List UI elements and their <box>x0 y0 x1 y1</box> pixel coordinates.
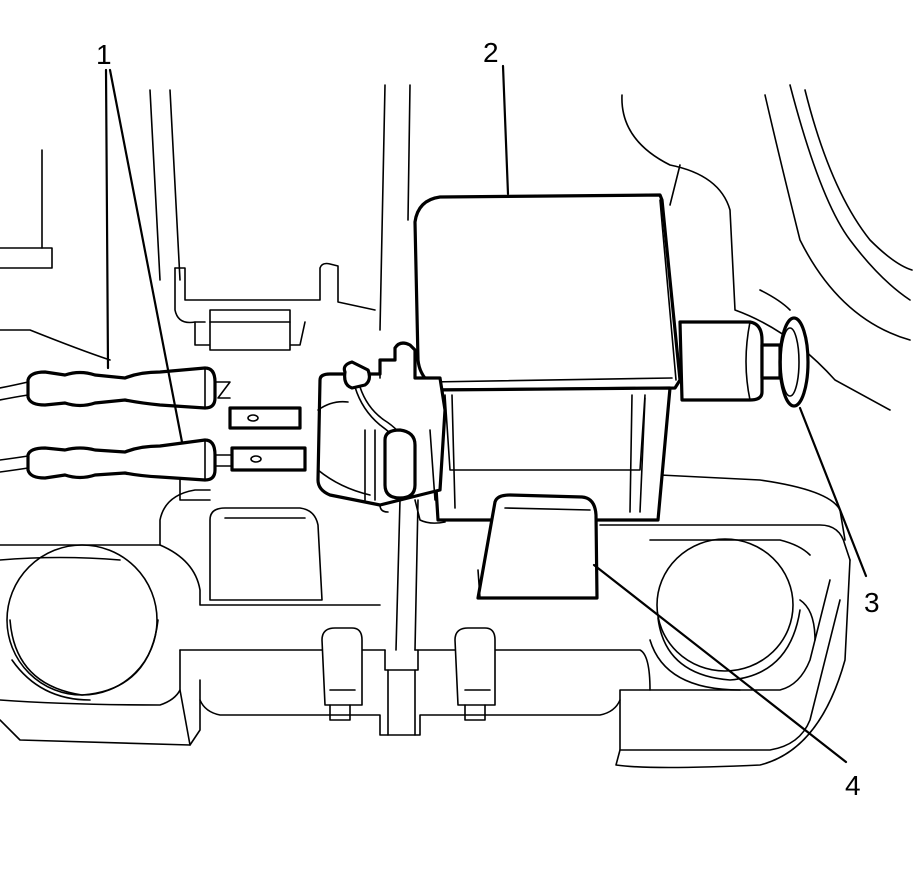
electrical-connectors <box>0 366 307 482</box>
callout-1: 1 <box>96 39 112 70</box>
callout-4: 4 <box>845 770 861 801</box>
callout-2: 2 <box>483 37 499 68</box>
callout-3: 3 <box>864 587 880 618</box>
background-structure <box>0 84 913 769</box>
grommet <box>778 316 810 408</box>
pump-mount-pad <box>476 493 599 600</box>
leader-lines <box>104 64 868 764</box>
washer-pump <box>316 193 810 524</box>
